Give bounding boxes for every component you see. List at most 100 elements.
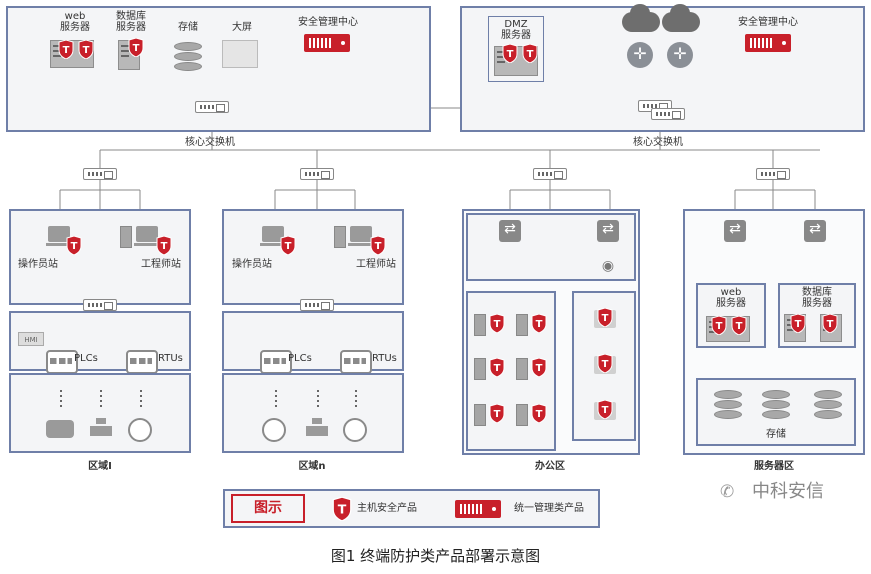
engineer-station-icon — [134, 226, 160, 246]
internet-cloud-icon — [622, 4, 660, 32]
zone1-station-box — [9, 209, 191, 305]
field-link-dots — [317, 390, 319, 410]
plcs-label-n: PLCs — [288, 353, 312, 364]
big-screen-icon — [222, 40, 258, 68]
hmi-icon: HMI — [18, 332, 44, 346]
legend-unified-product-label: 统一管理类产品 — [514, 503, 584, 514]
plcs-label: PLCs — [74, 353, 98, 364]
host-security-shield-icon — [597, 354, 613, 373]
wifi-icon: ◉ — [601, 258, 615, 274]
office-access-switch-icon — [597, 220, 619, 242]
desktop-icon — [516, 404, 528, 426]
zone-n-control-box — [222, 311, 404, 371]
host-security-shield-icon — [280, 236, 296, 255]
zone1-control-switch-icon — [83, 299, 117, 311]
engineer-station-icon — [348, 226, 374, 246]
gauge-icon — [343, 418, 367, 442]
host-security-shield-icon — [597, 308, 613, 327]
security-center-device-icon — [304, 34, 350, 52]
host-security-shield-icon — [597, 400, 613, 419]
zone1-field-box — [9, 373, 191, 453]
host-security-shield-icon — [531, 404, 547, 423]
field-link-dots — [355, 390, 357, 410]
internet-cloud-icon — [662, 4, 700, 32]
rtus-label-n: RTUs — [372, 353, 397, 364]
storage-icon — [814, 390, 842, 420]
security-center-label-right: 安全管理中心 — [738, 17, 798, 28]
rtu-icon — [340, 350, 372, 374]
host-security-shield-icon — [531, 358, 547, 377]
rtu-icon — [126, 350, 158, 374]
office-switch-icon — [533, 168, 567, 180]
field-link-dots — [100, 390, 102, 410]
field-link-dots — [275, 390, 277, 410]
db-server-label: 数据库 服务器 — [116, 11, 146, 33]
zone-n-label: 区域n — [298, 461, 326, 472]
office-access-switch-icon — [499, 220, 521, 242]
figure-caption: 图1 终端防护类产品部署示意图 — [330, 547, 541, 565]
desktop-icon — [516, 358, 528, 380]
server-zone-switch-icon — [756, 168, 790, 180]
host-security-shield-icon — [489, 314, 505, 333]
web-server-label: web 服务器 — [60, 11, 90, 33]
rtus-label: RTUs — [158, 353, 183, 364]
storage-icon — [714, 390, 742, 420]
zone-n-field-box — [222, 373, 404, 453]
host-security-shield-icon — [711, 316, 727, 335]
plc-icon — [260, 350, 292, 374]
zone-n-switch-icon — [300, 168, 334, 180]
host-security-shield-icon — [731, 316, 747, 335]
core-switch-icon — [195, 101, 229, 113]
big-screen-label: 大屏 — [232, 22, 252, 33]
host-security-shield-icon — [78, 40, 94, 59]
core-switch-icon — [651, 108, 685, 120]
unified-management-device-icon — [455, 500, 501, 518]
host-security-shield-icon — [58, 40, 74, 59]
router-icon — [627, 42, 653, 68]
gauge-icon — [128, 418, 152, 442]
security-center-device-icon — [745, 34, 791, 52]
wechat-icon: ✆ — [720, 482, 735, 502]
storage-icon — [174, 42, 202, 72]
desktop-icon — [474, 404, 486, 426]
server-access-switch-icon — [804, 220, 826, 242]
host-security-shield-icon — [489, 358, 505, 377]
engineer-station-label-n: 工程师站 — [356, 259, 396, 270]
host-security-shield-icon — [156, 236, 172, 255]
server-db-label: 数据库 服务器 — [802, 287, 832, 309]
engineer-station-tower-icon — [120, 226, 132, 248]
engineer-station-tower-icon — [334, 226, 346, 248]
watermark-text: 中科安信 — [752, 481, 824, 502]
host-security-shield-icon — [502, 44, 518, 63]
operator-station-label-n: 操作员站 — [232, 259, 272, 270]
host-security-shield-icon — [531, 314, 547, 333]
flow-meter-icon — [262, 418, 286, 442]
host-security-shield-icon — [489, 404, 505, 423]
operator-station-label: 操作员站 — [18, 259, 58, 270]
host-security-shield-icon — [66, 236, 82, 255]
desktop-icon — [516, 314, 528, 336]
host-security-shield-icon — [790, 314, 806, 333]
plc-icon — [46, 350, 78, 374]
router-icon — [667, 42, 693, 68]
zone-n-station-box — [222, 209, 404, 305]
field-link-dots — [140, 390, 142, 410]
host-security-shield-icon — [370, 236, 386, 255]
core-switch-label-left: 核心交换机 — [185, 137, 235, 148]
host-security-shield-icon — [332, 497, 352, 521]
office-zone-label: 办公区 — [535, 461, 565, 472]
engineer-station-label: 工程师站 — [141, 259, 181, 270]
dmz-box — [488, 16, 544, 82]
storage-icon — [762, 390, 790, 420]
zone-n-control-switch-icon — [300, 299, 334, 311]
core-switch-label-right: 核心交换机 — [633, 137, 683, 148]
operator-station-icon — [260, 226, 286, 246]
legend-title: 图示 — [231, 494, 305, 523]
valve-icon — [306, 418, 328, 440]
motor-icon — [46, 420, 74, 438]
desktop-icon — [474, 314, 486, 336]
server-web-label: web 服务器 — [716, 287, 746, 309]
dmz-server-label: DMZ 服务器 — [501, 19, 531, 41]
server-zone-label: 服务器区 — [754, 461, 794, 472]
